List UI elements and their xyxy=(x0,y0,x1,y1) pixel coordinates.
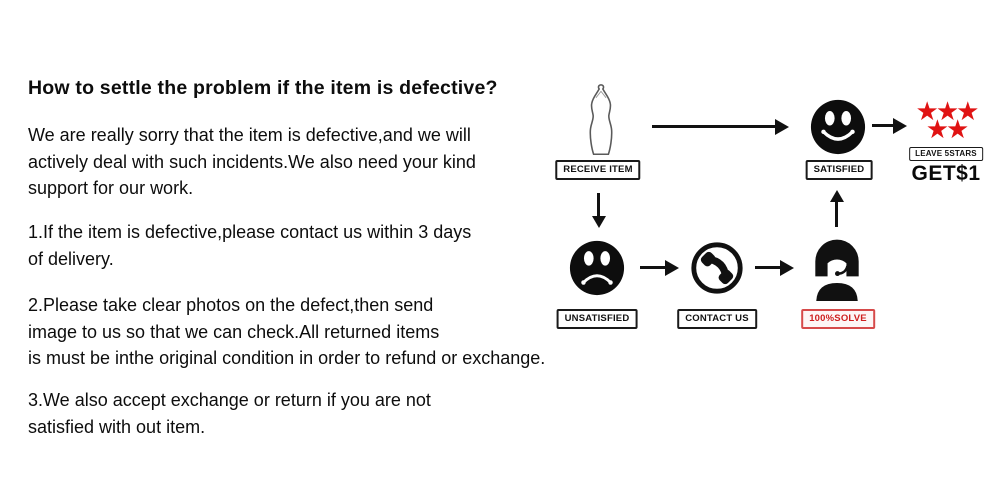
intro-paragraph: We are really sorry that the item is def… xyxy=(28,125,476,198)
get-dollar-label: GET$1 xyxy=(911,162,981,185)
contact-us-label: CONTACT US xyxy=(677,309,757,329)
leave-5-stars-label: LEAVE 5STARS xyxy=(909,147,983,161)
arrow-unsatisfied-to-contact xyxy=(640,259,679,276)
five-stars-icon: ★★★ ★★ xyxy=(915,96,980,145)
policy-point-1: 1.If the item is defective,please contac… xyxy=(28,222,472,269)
star-row: ★★ xyxy=(925,114,970,145)
sad-face-icon xyxy=(568,239,626,297)
arrow-receive-to-satisfied xyxy=(652,118,789,135)
smiley-face-icon xyxy=(809,98,867,156)
arrow-solve-to-satisfied xyxy=(829,190,844,227)
arrow-contact-to-solve xyxy=(755,259,794,276)
satisfied-label: SATISFIED xyxy=(805,160,873,180)
customer-service-icon xyxy=(804,233,870,301)
receive-item-label: RECEIVE ITEM xyxy=(555,160,641,180)
dress-icon xyxy=(582,83,620,157)
policy-point-3: 3.We also accept exchange or return if y… xyxy=(28,390,431,437)
policy-point-2: 2.Please take clear photos on the defect… xyxy=(28,295,546,368)
phone-icon xyxy=(688,239,746,297)
unsatisfied-label: UNSATISFIED xyxy=(556,309,638,329)
page-title: How to settle the problem if the item is… xyxy=(28,77,498,99)
star-row: ★★★ xyxy=(915,96,980,126)
arrow-satisfied-to-stars xyxy=(872,117,907,134)
solve-label: 100%SOLVE xyxy=(801,309,875,329)
arrow-receive-to-unsatisfied xyxy=(591,193,606,228)
